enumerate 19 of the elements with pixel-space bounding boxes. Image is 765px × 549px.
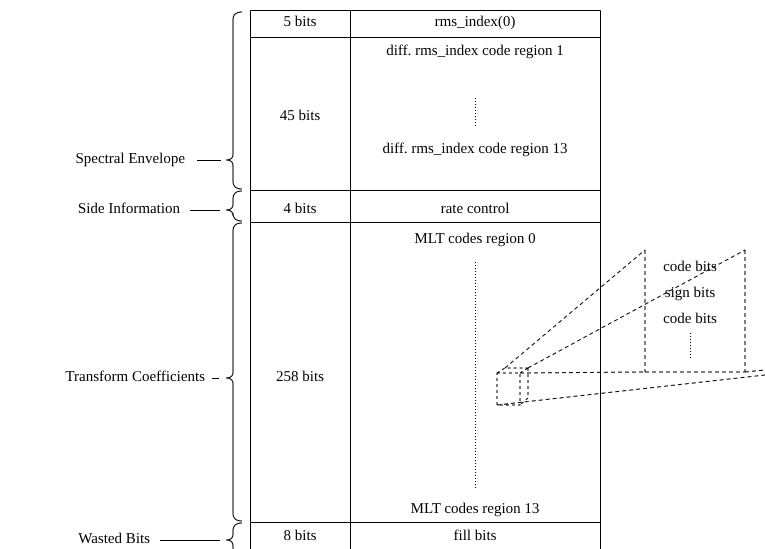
section-label: Side Information bbox=[76, 200, 180, 219]
bit-field-name: code bits bbox=[662, 310, 718, 329]
bit-count: 5 bits bbox=[282, 13, 318, 32]
field-name: rate control bbox=[440, 200, 510, 219]
bit-field-name: sign bits bbox=[664, 284, 716, 303]
field-name: rms_index(0) bbox=[434, 13, 516, 32]
field-name: diff. rms_index code region 13 bbox=[381, 140, 569, 159]
bit-count: 45 bits bbox=[278, 107, 322, 126]
section-label: Spectral Envelope bbox=[74, 150, 185, 169]
field-name: diff. rms_index code region 1 bbox=[385, 42, 565, 61]
field-name: MLT codes region 0 bbox=[413, 230, 537, 249]
section-label: Wasted Bits bbox=[77, 530, 150, 549]
bit-field-name: code bits bbox=[662, 258, 718, 277]
section-label: Transform Coefficients bbox=[64, 368, 205, 387]
bit-count: 8 bits bbox=[282, 527, 318, 546]
bit-count: 258 bits bbox=[275, 368, 325, 387]
field-name: MLT codes region 13 bbox=[410, 500, 540, 519]
field-name: fill bits bbox=[452, 527, 498, 546]
bit-count: 4 bits bbox=[282, 200, 318, 219]
